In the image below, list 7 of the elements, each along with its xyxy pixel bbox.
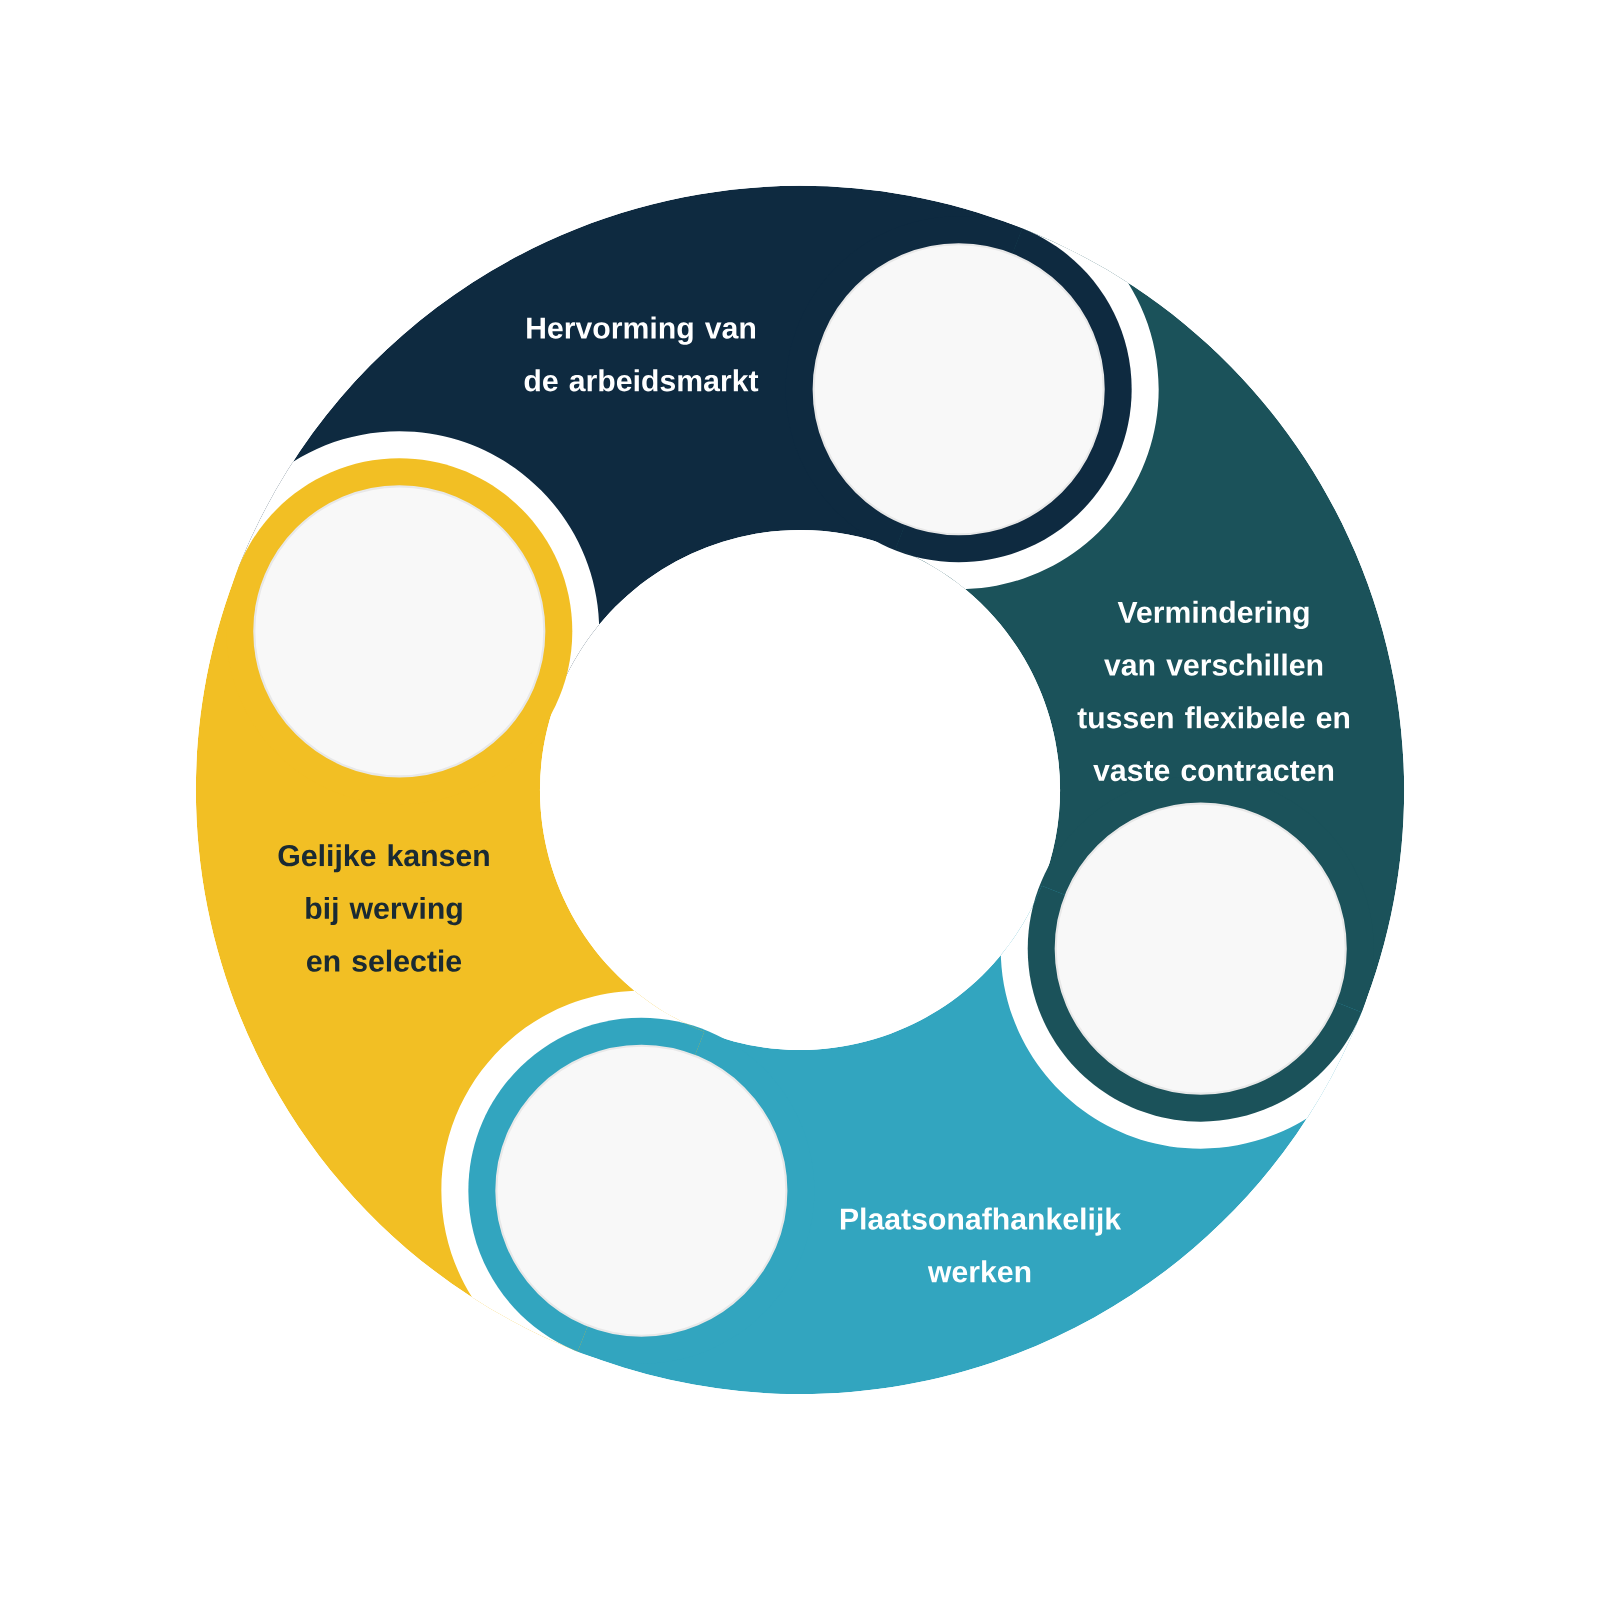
empty-circle: [253, 485, 546, 778]
empty-circle: [812, 243, 1105, 536]
node-label: Plaatsonafhankelijk werken: [840, 1207, 1122, 1283]
node-label: Hervorming van de arbeidsmarkt: [524, 316, 759, 392]
node-label: vaste contracten: [1093, 761, 1334, 782]
empty-circle: [495, 1044, 788, 1337]
empty-circle: [1054, 802, 1347, 1095]
